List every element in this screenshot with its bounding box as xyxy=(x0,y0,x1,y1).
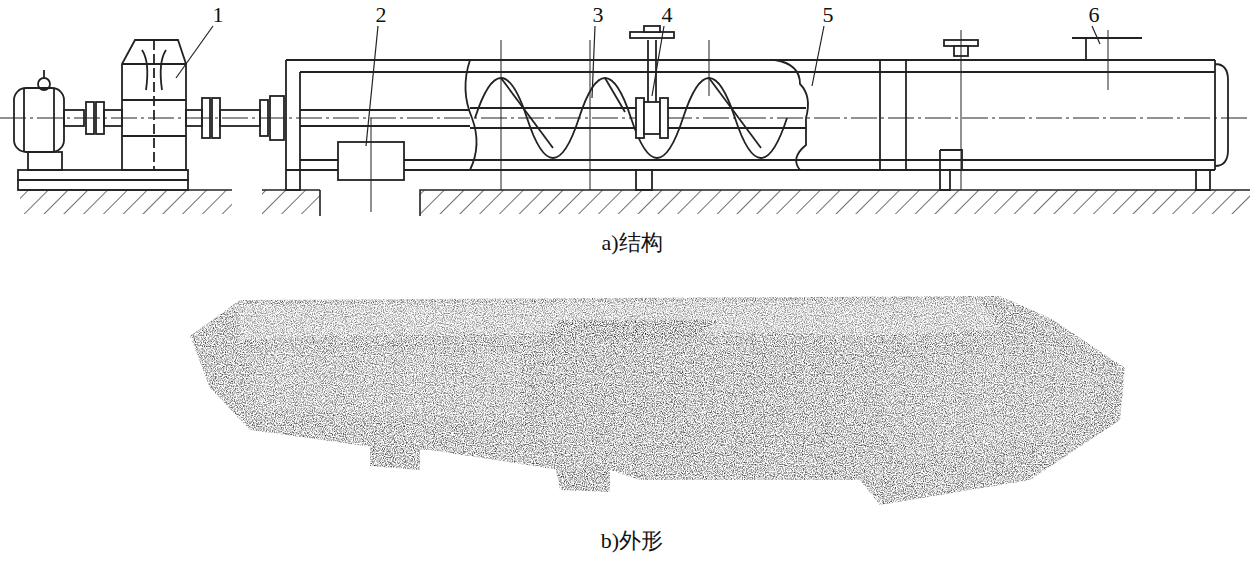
callout-number: 6 xyxy=(1089,4,1100,26)
leader-lines xyxy=(176,26,1100,146)
gear-reducer xyxy=(122,40,284,170)
inlet-port xyxy=(944,30,1142,190)
discharge-box xyxy=(338,118,404,212)
conveyor-photo xyxy=(190,296,1125,505)
sub-caption: a)结构 xyxy=(601,232,662,254)
callout-number: 4 xyxy=(662,4,673,26)
sub-caption: b)外形 xyxy=(601,530,663,552)
callout-number: 5 xyxy=(823,4,834,26)
callout-number: 2 xyxy=(376,4,387,26)
callout-number: 3 xyxy=(593,4,604,26)
ground xyxy=(20,190,1250,216)
trough-housing xyxy=(286,60,1228,190)
center-line xyxy=(0,118,1250,119)
callout-number: 1 xyxy=(213,4,224,26)
screw-flight xyxy=(475,40,787,190)
hanger-bearing xyxy=(630,26,674,138)
